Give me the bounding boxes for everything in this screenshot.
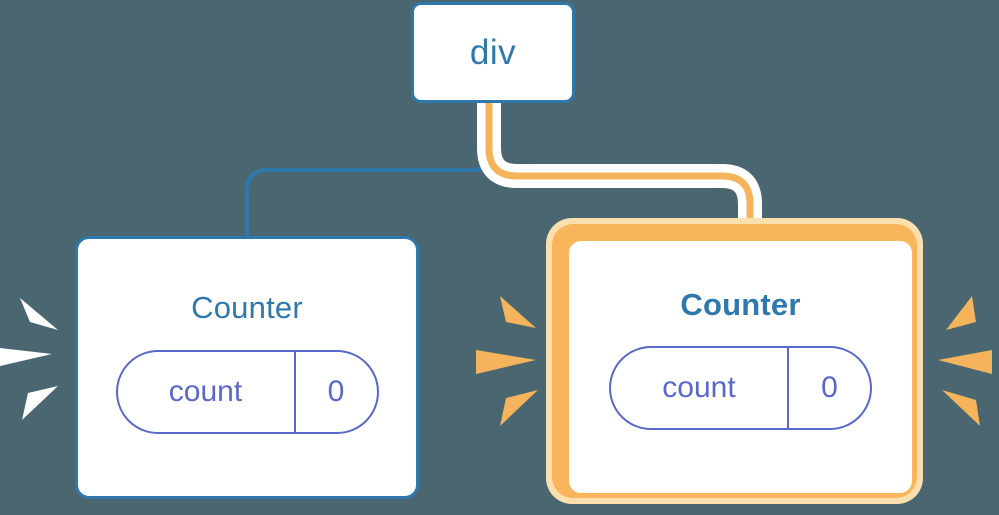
node-counter-right[interactable]: Counter count 0 (569, 241, 912, 493)
sparkle-rays-icon (0, 298, 58, 420)
sparkle-rays-icon (938, 296, 992, 426)
node-div[interactable]: div (411, 2, 575, 103)
state-pill-right[interactable]: count 0 (609, 346, 872, 430)
node-counter-right-title: Counter (680, 287, 801, 322)
state-pill-wrapper-right: count 0 (609, 346, 872, 430)
sparkle-rays-icon (476, 296, 538, 426)
state-key-left: count (118, 352, 296, 432)
node-counter-right-highlight-ring: Counter count 0 (552, 224, 917, 498)
state-value-left: 0 (327, 375, 345, 408)
node-counter-left-title: Counter (191, 290, 303, 325)
state-key-right: count (611, 348, 789, 428)
node-div-label: div (469, 33, 517, 72)
state-pill-left[interactable]: count 0 (115, 350, 379, 434)
state-pill-wrapper-left: count 0 (115, 350, 379, 434)
state-value-right: 0 (821, 371, 838, 404)
node-counter-right-highlight-glow: Counter count 0 (546, 218, 923, 504)
edge-div-to-counter-left (245, 101, 495, 238)
node-counter-left[interactable]: Counter count 0 (75, 236, 419, 499)
